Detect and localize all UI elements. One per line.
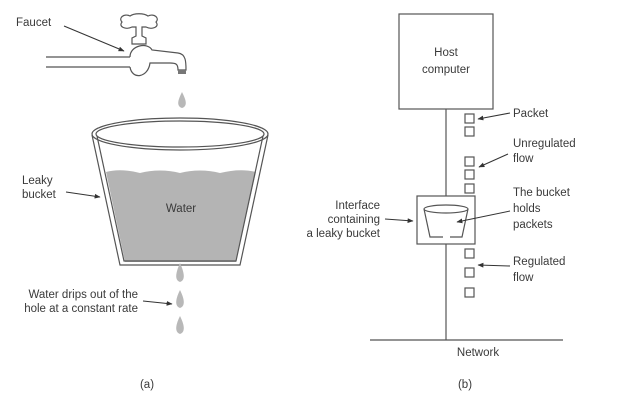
droplet-icon xyxy=(178,92,186,108)
caption-a: (a) xyxy=(140,379,154,391)
bucket-holds-label-line2: holds xyxy=(513,203,541,215)
packet-icon xyxy=(464,113,475,124)
bucket-label-line1: Leaky xyxy=(22,175,53,187)
host-label-line2: computer xyxy=(422,64,470,76)
bucket-label-line2: bucket xyxy=(22,189,57,201)
unregulated-arrow xyxy=(478,153,509,168)
packet-icon xyxy=(464,156,475,167)
drip-arrow xyxy=(142,300,173,306)
droplet-icon xyxy=(176,263,184,282)
caption-b: (b) xyxy=(458,379,472,391)
network-label: Network xyxy=(457,347,499,359)
regulated-label-line2: flow xyxy=(513,272,534,284)
packet-icon xyxy=(464,287,475,298)
unregulated-packets xyxy=(464,113,475,194)
interface-arrow xyxy=(384,218,414,224)
host-computer-box xyxy=(398,13,494,110)
faucet-arrow xyxy=(63,25,125,52)
interface-label-line1: Interface xyxy=(335,200,380,212)
packet-arrow xyxy=(477,112,511,121)
water-label: Water xyxy=(166,203,196,215)
drip-label-line2: hole at a constant rate xyxy=(24,303,138,315)
packet-icon xyxy=(464,248,475,259)
packet-icon xyxy=(464,126,475,137)
drip-label-line1: Water drips out of the xyxy=(28,289,138,301)
interface-label-line3: a leaky bucket xyxy=(306,228,380,240)
small-bucket-icon xyxy=(423,204,469,238)
host-label-line1: Host xyxy=(434,47,458,59)
bucket-holds-label-line3: packets xyxy=(513,219,553,231)
bucket-holds-label-line1: The bucket xyxy=(513,187,571,199)
unregulated-label-line1: Unregulated xyxy=(513,138,576,150)
faucet-label: Faucet xyxy=(16,17,52,29)
panel-a: Faucet Water Leaky bucket Water drips ou… xyxy=(16,13,269,391)
regulated-label-line1: Regulated xyxy=(513,256,565,268)
interface-label-line2: containing xyxy=(328,214,380,226)
packet-icon xyxy=(464,267,475,278)
droplet-icon xyxy=(176,316,184,334)
bucket-arrow xyxy=(65,191,101,199)
packet-icon xyxy=(464,183,475,194)
packet-icon xyxy=(464,169,475,180)
bucket-holds-arrow xyxy=(456,210,511,224)
regulated-packets xyxy=(464,248,475,298)
droplet-icon xyxy=(176,290,184,308)
leaky-bucket xyxy=(91,117,269,266)
interface-box xyxy=(416,195,476,245)
unregulated-label-line2: flow xyxy=(513,153,534,165)
panel-b: Host computer Packet Unregulated flow In… xyxy=(306,13,576,391)
faucet-icon xyxy=(46,13,187,77)
packet-label: Packet xyxy=(513,108,549,120)
regulated-arrow xyxy=(477,262,511,268)
